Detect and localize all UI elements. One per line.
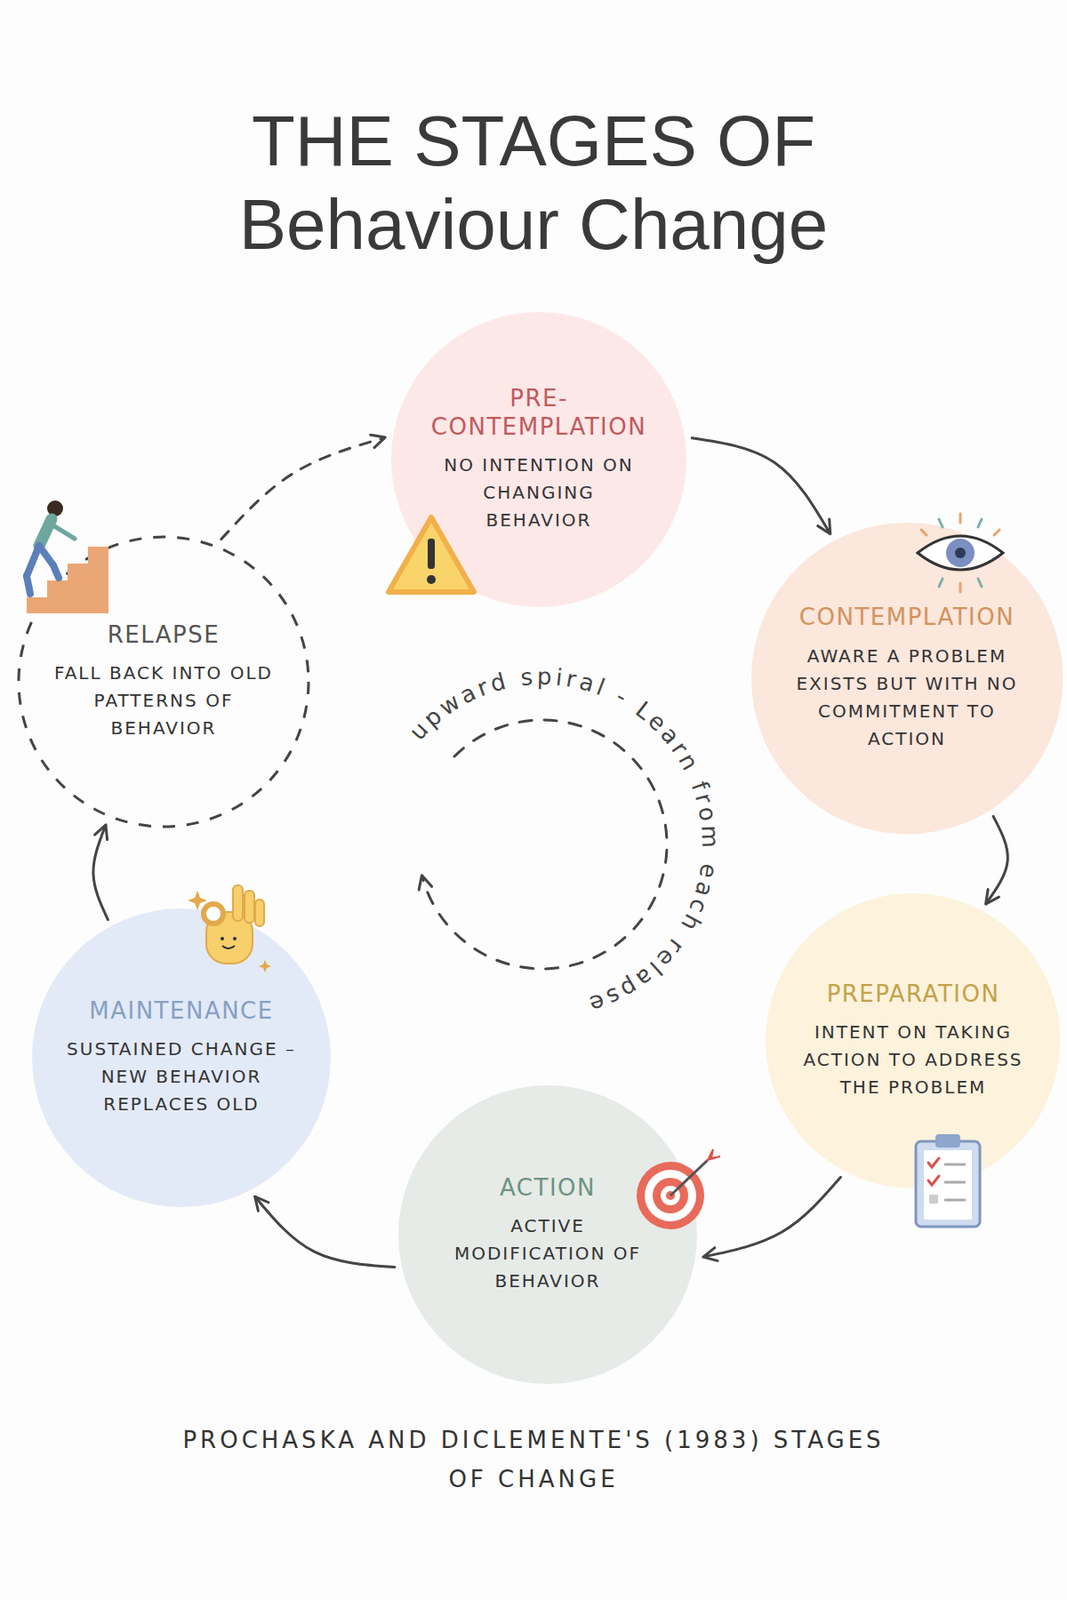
cycle-arrow xyxy=(93,826,108,920)
stage-description: AWARE A PROBLEM EXISTS BUT WITH NO COMMI… xyxy=(779,642,1034,754)
warning-icon xyxy=(388,517,474,593)
eye-icon-part xyxy=(978,519,982,528)
circle-shape xyxy=(398,1085,698,1385)
stage-heading: PRE- CONTEMPLATION xyxy=(431,385,647,441)
warning-icon-part xyxy=(388,517,474,593)
hand-icon-part xyxy=(255,899,265,927)
clipboard-icon-part xyxy=(928,1158,939,1168)
stairs-climber-icon-part xyxy=(26,545,40,577)
warning-icon-part xyxy=(427,538,435,570)
stairs-climber-icon-part xyxy=(26,546,109,614)
diagram-title: THE STAGES OF Behaviour Change xyxy=(168,99,899,268)
eye-icon-part xyxy=(959,583,963,593)
stairs-climber-icon-part xyxy=(26,576,31,594)
clipboard-icon xyxy=(915,1134,980,1228)
eye-icon-part xyxy=(994,529,1000,536)
hand-icon-part xyxy=(222,946,235,949)
clipboard-icon-part xyxy=(944,1163,966,1167)
hand-icon-part xyxy=(244,890,255,923)
eye-icon-part xyxy=(938,519,943,528)
stage-description: INTENT ON TAKING ACTION TO ADDRESS THE P… xyxy=(788,1018,1038,1102)
stairs-climber-icon-part xyxy=(53,565,59,578)
target-icon xyxy=(636,1149,721,1230)
target-icon-part xyxy=(707,1149,721,1161)
cycle-arrow xyxy=(704,1177,841,1257)
hand-icon-part xyxy=(220,937,225,941)
spiral-label-path: upward spiral - Learn from each relapse xyxy=(403,663,724,1020)
eye-icon-part xyxy=(978,578,982,587)
circle-shape xyxy=(751,522,1063,835)
diagram-caption: PROCHASKA AND DICLEMENTE'S (1983) STAGES… xyxy=(168,1420,899,1500)
circle-shape xyxy=(765,893,1060,1188)
stage-circle: PREPARATION INTENT ON TAKING ACTION TO AD… xyxy=(765,893,1060,1188)
stage-circle: MAINTENANCE SUSTAINED CHANGE – NEW BEHAVI… xyxy=(32,908,331,1208)
cycle-arrow xyxy=(256,1197,395,1268)
cycle-arrow xyxy=(221,438,385,540)
hand-icon-part xyxy=(232,885,243,922)
eye-icon xyxy=(917,513,1003,593)
warning-icon-part xyxy=(426,575,436,585)
stage-heading: PREPARATION xyxy=(826,980,1001,1009)
clipboard-icon-part xyxy=(944,1199,966,1203)
eye-icon-part xyxy=(917,536,1003,570)
stage-circle: CONTEMPLATION AWARE A PROBLEM EXISTS BUT … xyxy=(751,522,1063,835)
stage-description: NO INTENTION ON CHANGING BEHAVIOR xyxy=(434,451,644,535)
eye-icon-part xyxy=(954,547,966,559)
circle-shape xyxy=(18,537,309,827)
stairs-climber-icon-part xyxy=(39,519,52,546)
cycle-arrow xyxy=(691,438,830,534)
eye-icon-part xyxy=(921,529,927,536)
spiral-label: upward spiral - Learn from each relapse xyxy=(403,663,724,1020)
hand-icon-part xyxy=(187,890,208,911)
spiral-arc xyxy=(422,720,667,970)
hand-icon-part xyxy=(258,960,272,973)
stairs-climber-icon xyxy=(26,500,109,614)
eye-icon-part xyxy=(946,538,975,568)
eye-icon-part xyxy=(938,578,943,587)
hand-icon xyxy=(187,885,272,973)
stage-description: SUSTAINED CHANGE – NEW BEHAVIOR REPLACES… xyxy=(59,1035,305,1119)
stage-heading: ACTION xyxy=(499,1174,596,1203)
stage-description: FALL BACK INTO OLD PATTERNS OF BEHAVIOR xyxy=(52,659,275,743)
clipboard-icon-part xyxy=(935,1134,961,1148)
stage-description: ACTIVE MODIFICATION OF BEHAVIOR xyxy=(436,1212,659,1296)
stage-heading: RELAPSE xyxy=(107,621,220,650)
hand-icon-part xyxy=(203,904,224,924)
circle-shape xyxy=(32,908,331,1208)
hand-icon-part xyxy=(232,937,237,941)
clipboard-icon-part xyxy=(944,1181,966,1185)
stage-heading: CONTEMPLATION xyxy=(799,603,1015,632)
clipboard-icon-part xyxy=(928,1176,939,1186)
clipboard-icon-part xyxy=(923,1150,972,1220)
eye-icon-part xyxy=(959,513,963,523)
cycle-arrow xyxy=(986,816,1008,904)
stairs-climber-icon-part xyxy=(51,524,75,539)
stage-heading: MAINTENANCE xyxy=(88,997,273,1026)
stage-circle: ACTION ACTIVE MODIFICATION OF BEHAVIOR xyxy=(398,1085,698,1385)
clipboard-icon-part xyxy=(915,1141,980,1228)
clipboard-icon-part xyxy=(929,1195,939,1204)
target-icon-part xyxy=(670,1160,708,1196)
